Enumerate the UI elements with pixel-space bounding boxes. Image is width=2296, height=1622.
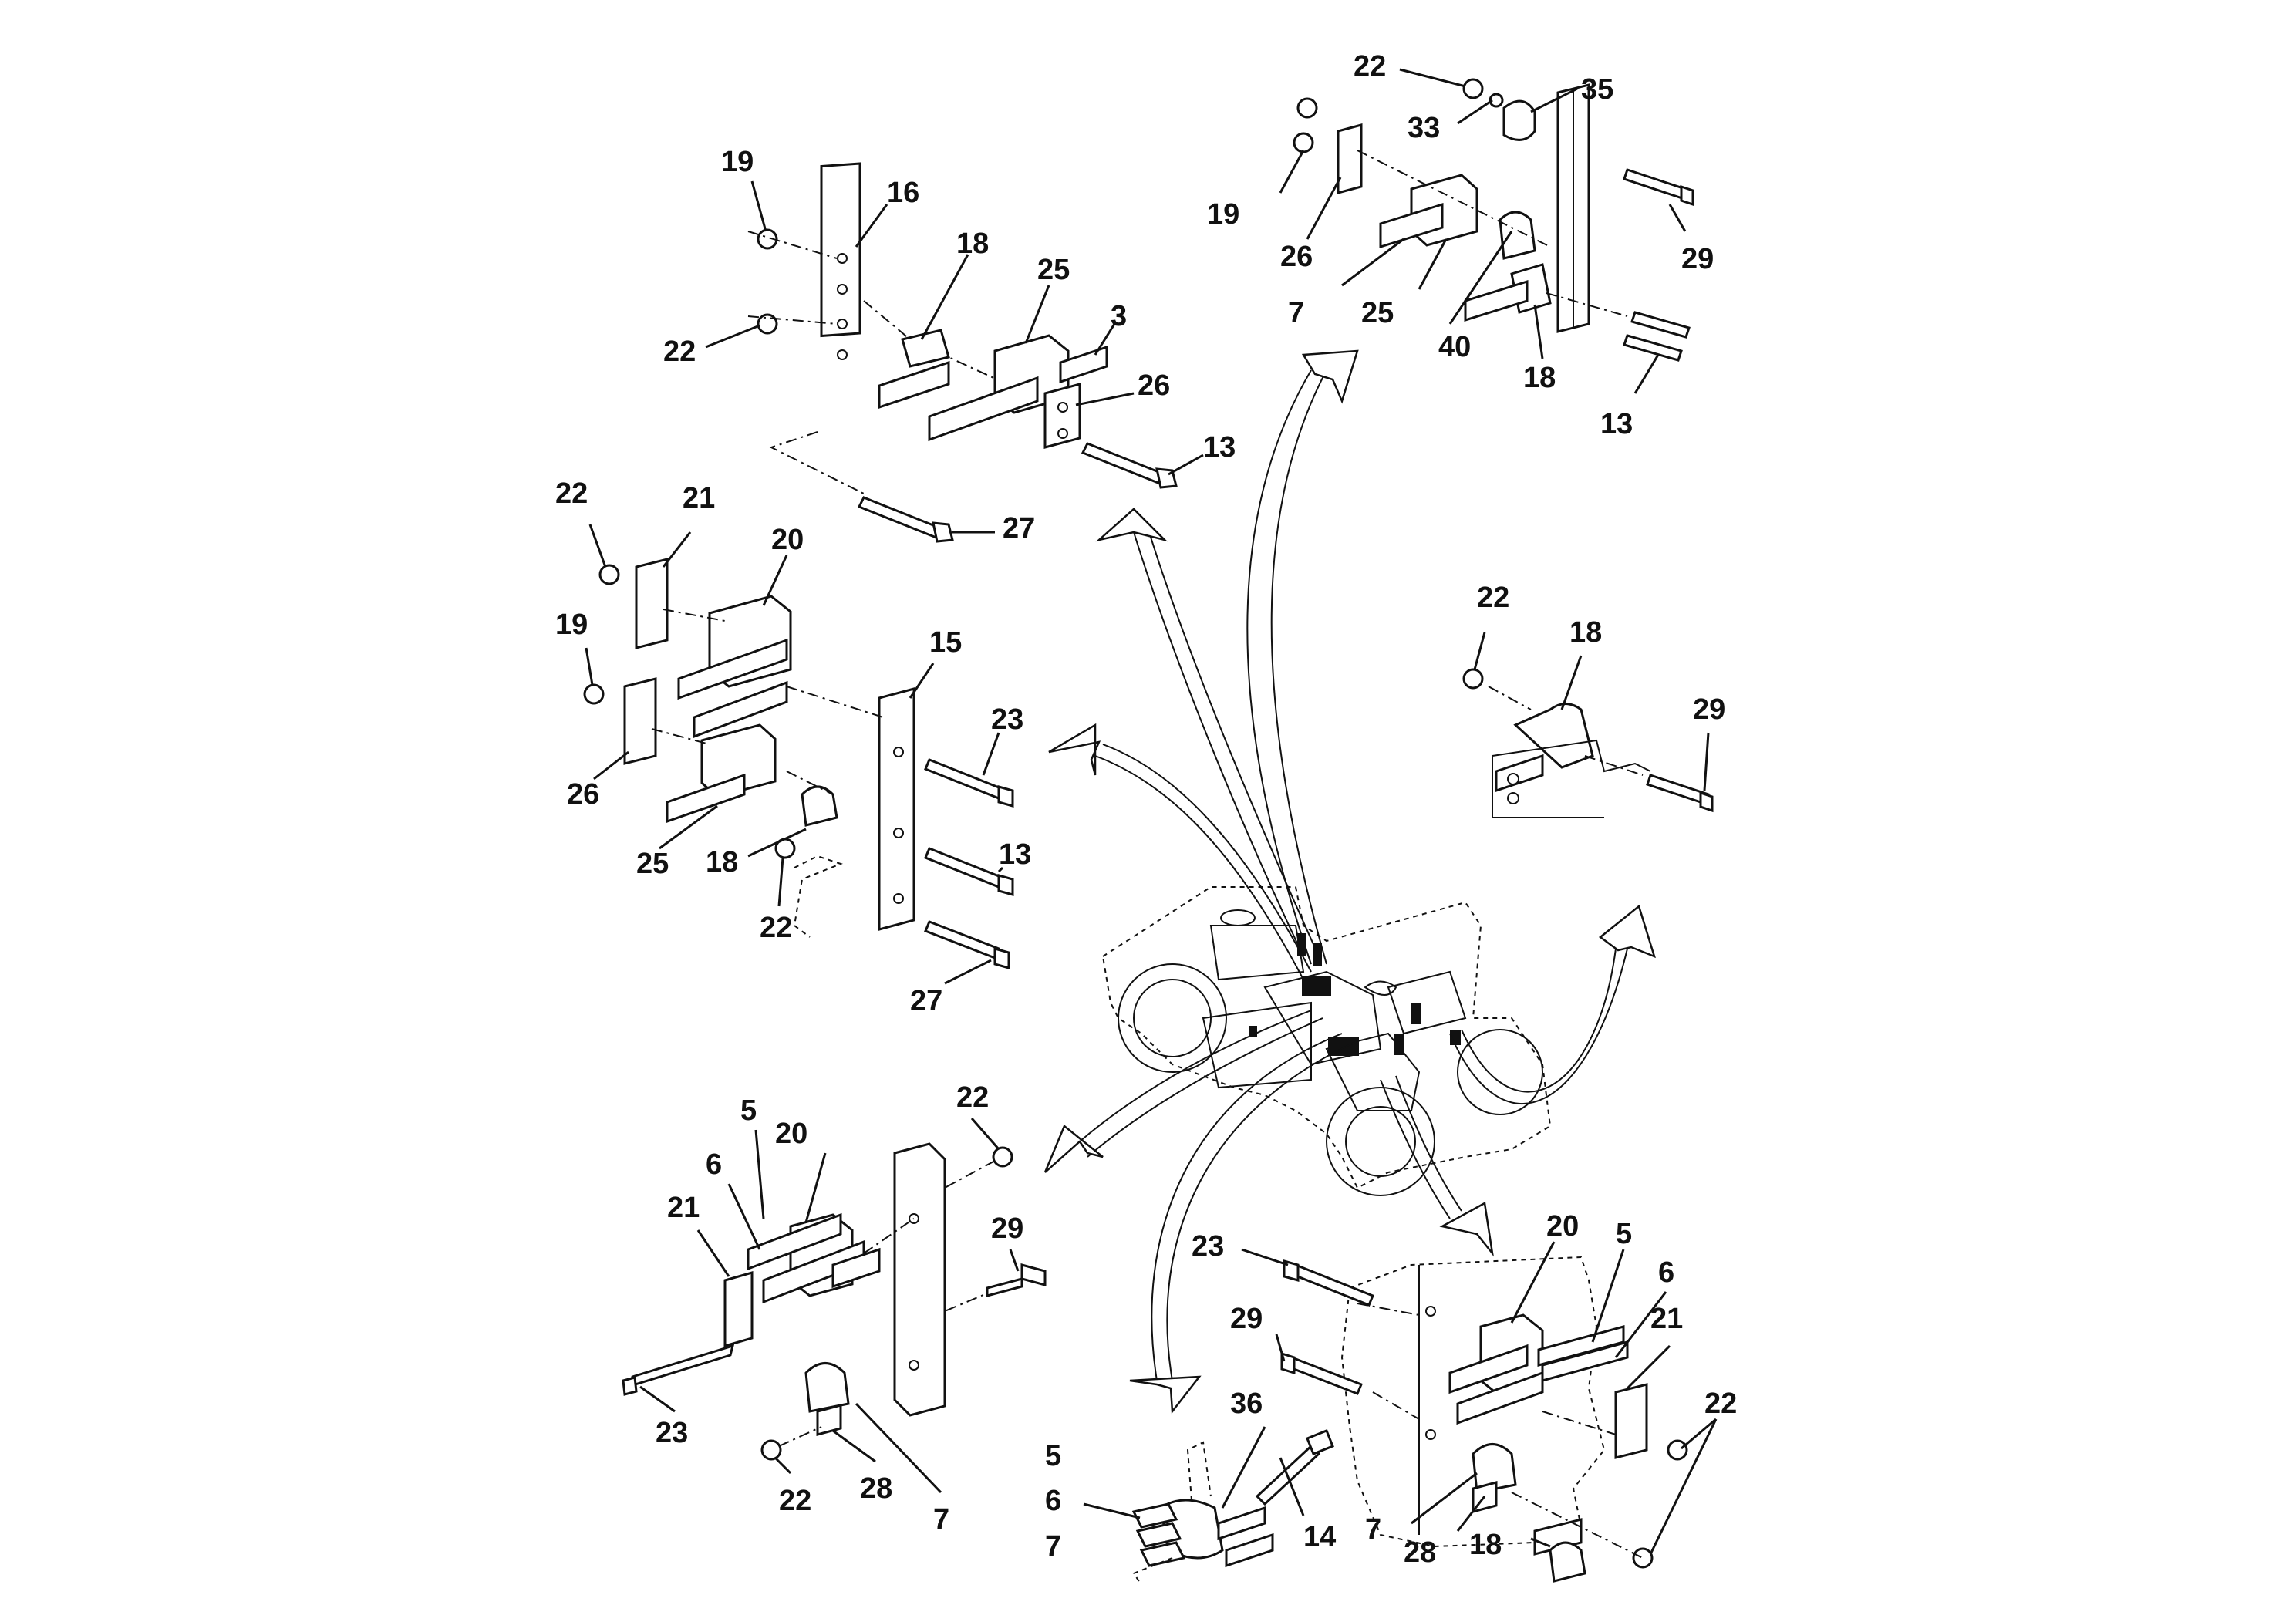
callout-23: 23 (991, 703, 1023, 736)
callout-5: 5 (1616, 1218, 1632, 1250)
callout-27: 27 (910, 985, 942, 1017)
callout-18: 18 (1569, 616, 1602, 649)
callout-19: 19 (1207, 198, 1239, 231)
callout-22: 22 (956, 1081, 989, 1114)
assembly-top-left (747, 162, 1178, 543)
callout-29: 29 (991, 1212, 1023, 1245)
callout-15: 15 (929, 626, 962, 659)
assembly-top-right (1293, 78, 1694, 362)
callout-25: 25 (1361, 297, 1394, 329)
callout-21: 21 (667, 1192, 700, 1224)
callout-7: 7 (933, 1503, 949, 1536)
assembly-bottom-left (622, 1142, 1047, 1461)
callout-13: 13 (1203, 431, 1236, 464)
callout-13: 13 (1600, 408, 1633, 440)
callout-5: 5 (740, 1094, 757, 1127)
callout-26: 26 (1138, 369, 1170, 402)
assembly-middle-left (583, 558, 1014, 969)
callout-18: 18 (1469, 1529, 1502, 1561)
callout-25: 25 (1037, 254, 1070, 286)
callout-26: 26 (1280, 241, 1313, 273)
callout-27: 27 (1003, 512, 1035, 545)
callout-20: 20 (775, 1118, 807, 1150)
callout-14: 14 (1303, 1521, 1336, 1553)
assembly-bottom-center (1131, 1429, 1334, 1586)
callout-29: 29 (1693, 693, 1725, 726)
callout-25: 25 (636, 848, 669, 880)
assembly-bottom-right (1280, 1256, 1688, 1583)
callout-20: 20 (1546, 1210, 1579, 1243)
pointer-arrows (1043, 349, 1656, 1415)
callout-33: 33 (1408, 112, 1440, 144)
callout-6: 6 (706, 1148, 722, 1181)
callout-36: 36 (1230, 1388, 1263, 1420)
callout-22: 22 (555, 477, 588, 510)
machine-illustration (1101, 886, 1552, 1196)
callout-26: 26 (567, 778, 599, 811)
callout-18: 18 (956, 228, 989, 260)
callout-7: 7 (1365, 1513, 1381, 1546)
callout-21: 21 (683, 482, 715, 514)
callout-22: 22 (1477, 582, 1509, 614)
callout-21: 21 (1650, 1303, 1683, 1335)
callout-22: 22 (779, 1485, 811, 1517)
assembly-middle-right (1462, 668, 1714, 818)
callout-19: 19 (555, 609, 588, 641)
callout-35: 35 (1581, 73, 1613, 106)
callout-labels: 19 16 18 25 3 22 26 13 27 22 33 35 19 26… (555, 50, 1737, 1569)
leader-lines (585, 68, 1718, 1555)
callout-6: 6 (1658, 1256, 1674, 1289)
callout-22: 22 (663, 336, 696, 368)
callout-16: 16 (887, 177, 919, 209)
callout-3: 3 (1111, 300, 1127, 332)
callout-22: 22 (1704, 1388, 1737, 1420)
callout-6: 6 (1045, 1485, 1061, 1517)
callout-29: 29 (1230, 1303, 1263, 1335)
callout-28: 28 (1404, 1536, 1436, 1569)
callout-18: 18 (1523, 362, 1556, 394)
callout-23: 23 (1192, 1230, 1224, 1263)
callout-40: 40 (1438, 331, 1471, 363)
callout-28: 28 (860, 1472, 892, 1505)
callout-22: 22 (1354, 50, 1386, 83)
callout-18: 18 (706, 846, 738, 878)
callout-22: 22 (760, 912, 792, 944)
callout-20: 20 (771, 524, 804, 556)
callout-13: 13 (999, 838, 1031, 871)
callout-7: 7 (1045, 1530, 1061, 1563)
callout-23: 23 (656, 1417, 688, 1449)
callout-29: 29 (1681, 243, 1714, 275)
callout-19: 19 (721, 146, 754, 178)
callout-5: 5 (1045, 1440, 1061, 1472)
callout-7: 7 (1288, 297, 1304, 329)
